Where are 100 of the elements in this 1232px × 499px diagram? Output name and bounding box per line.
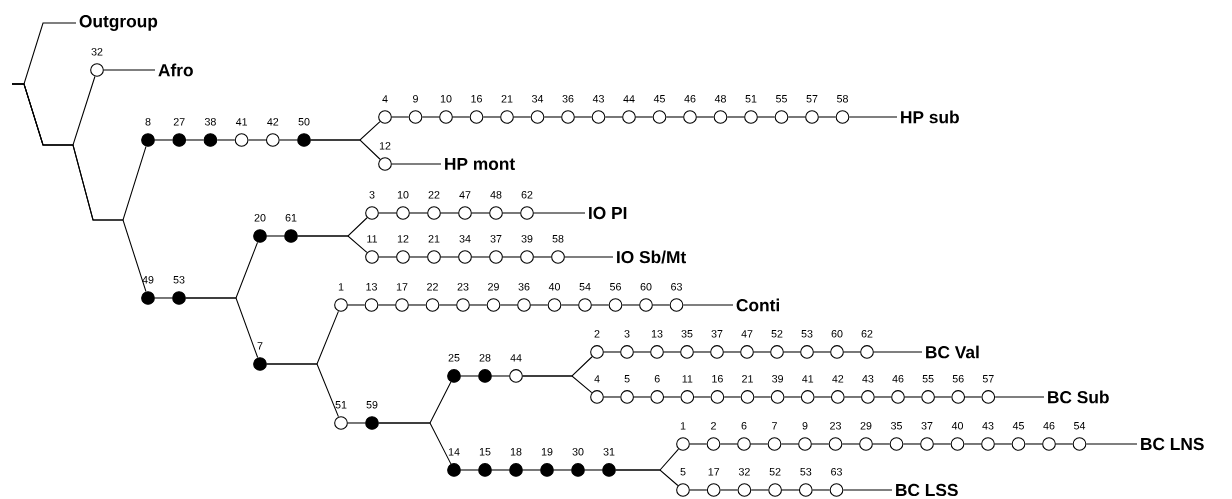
branch-line xyxy=(873,351,923,353)
branch-line xyxy=(560,304,579,306)
branch-line xyxy=(378,422,452,465)
branch-line xyxy=(902,443,921,445)
branch-line xyxy=(247,139,267,141)
branch-line xyxy=(378,212,397,214)
branch-line xyxy=(438,304,457,306)
branch-line xyxy=(633,351,651,353)
taxon-label: BC LSS xyxy=(896,483,958,497)
branch-line xyxy=(440,256,459,258)
branch-line xyxy=(409,256,428,258)
taxon-label: IO Sb/Mt xyxy=(617,250,686,264)
branch-line xyxy=(297,235,368,253)
branch-line xyxy=(310,139,381,160)
branch-line xyxy=(603,351,621,353)
taxon-label: BC Val xyxy=(926,345,979,359)
branch-line xyxy=(502,256,521,258)
branch-line xyxy=(813,351,831,353)
branch-line xyxy=(266,235,285,237)
branch-line xyxy=(391,116,410,118)
branch-line xyxy=(347,422,366,424)
branch-line xyxy=(564,256,614,258)
branch-line xyxy=(783,396,802,398)
branch-line xyxy=(719,443,738,445)
branch-line xyxy=(811,443,830,445)
taxon-label: Afro xyxy=(158,63,193,77)
branch-line xyxy=(499,304,518,306)
branch-line xyxy=(726,116,745,118)
taxon-label: HP sub xyxy=(901,110,959,124)
branch-line xyxy=(633,396,651,398)
branch-line xyxy=(216,139,236,141)
branch-line xyxy=(591,304,610,306)
branch-line xyxy=(615,469,679,486)
branch-line xyxy=(440,212,459,214)
branch-line xyxy=(522,375,593,394)
branch-line xyxy=(682,304,734,306)
branch-line xyxy=(693,351,711,353)
branch-line xyxy=(757,116,776,118)
branch-line xyxy=(693,396,712,398)
branch-line xyxy=(696,116,715,118)
branch-line xyxy=(266,363,339,418)
branch-line xyxy=(723,351,741,353)
branch-line xyxy=(723,396,742,398)
branch-line xyxy=(543,116,562,118)
branch-line xyxy=(603,396,621,398)
branch-line xyxy=(1024,443,1043,445)
branch-line xyxy=(621,304,640,306)
branch-line xyxy=(720,489,739,491)
branch-line xyxy=(11,83,147,292)
branch-line xyxy=(812,489,831,491)
branch-line xyxy=(689,443,708,445)
branch-line xyxy=(471,256,490,258)
branch-line xyxy=(781,489,800,491)
branch-line xyxy=(652,304,671,306)
branch-line xyxy=(279,139,298,141)
branch-line xyxy=(460,375,479,377)
branch-line xyxy=(522,469,541,471)
branch-line xyxy=(584,469,603,471)
branch-line xyxy=(154,139,173,141)
branch-line xyxy=(185,139,205,141)
branch-line xyxy=(872,443,891,445)
branch-line xyxy=(154,297,173,299)
branch-line xyxy=(841,443,860,445)
branch-line xyxy=(460,469,479,471)
branch-line xyxy=(848,116,898,118)
taxon-label: IO PI xyxy=(589,206,627,220)
branch-line xyxy=(421,116,440,118)
branch-line xyxy=(994,396,1045,398)
branch-line xyxy=(469,304,488,306)
branch-line xyxy=(482,116,501,118)
branch-line xyxy=(665,116,684,118)
branch-line xyxy=(818,116,837,118)
branch-line xyxy=(814,396,832,398)
branch-line xyxy=(377,304,396,306)
branch-line xyxy=(663,351,681,353)
branch-line xyxy=(347,304,366,306)
branch-line xyxy=(933,443,952,445)
branch-line xyxy=(874,396,892,398)
branch-line xyxy=(491,375,510,377)
taxon-label: Outgroup xyxy=(79,15,158,31)
branch-line xyxy=(842,489,893,491)
branch-line xyxy=(185,297,259,359)
branch-line xyxy=(513,116,532,118)
branch-line xyxy=(408,304,427,306)
branch-line xyxy=(750,443,769,445)
branch-line xyxy=(964,396,982,398)
branch-line xyxy=(994,443,1013,445)
branch-line xyxy=(753,351,771,353)
branch-line xyxy=(553,469,572,471)
branch-line xyxy=(689,489,708,491)
branch-line xyxy=(1085,443,1138,445)
branch-line xyxy=(787,116,806,118)
branch-line xyxy=(502,212,521,214)
branch-line xyxy=(574,116,593,118)
taxon-label: BC Sub xyxy=(1048,390,1109,404)
branch-line xyxy=(1055,443,1074,445)
branch-line xyxy=(391,163,442,165)
branch-line xyxy=(452,116,471,118)
branch-line xyxy=(471,212,490,214)
branch-line xyxy=(750,489,769,491)
